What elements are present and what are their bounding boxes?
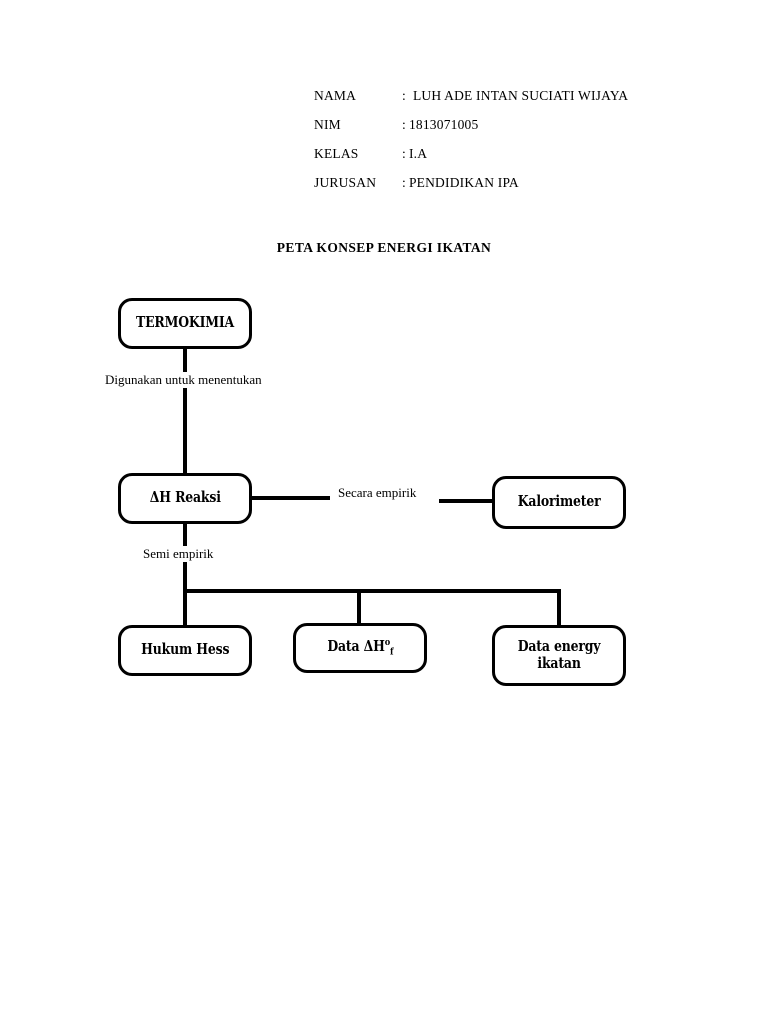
identity-value-nim: 1813071005 [408, 117, 479, 132]
identity-label-nama: NAMA [314, 88, 357, 103]
node-dh-reaksi[interactable]: ΔH Reaksi [118, 473, 252, 524]
identity-separator-nama: : [402, 88, 406, 103]
identity-separator-nim: : [402, 117, 406, 132]
page-title: PETA KONSEP ENERGI IKATAN [276, 240, 492, 255]
edge-branch-horizontal-bar [183, 589, 561, 593]
identity-row-jurusan: JURUSAN : PENDIDIKAN IPA [314, 175, 714, 204]
node-hukum-hess-label: Hukum Hess [140, 641, 230, 659]
edge-dh-reaksi-to-branch [183, 523, 187, 627]
node-dh-reaksi-label: ΔH Reaksi [149, 489, 221, 507]
node-data-delta-h-f-prefix: Data ΔH [326, 637, 385, 655]
identity-value-nama: LUH ADE INTAN SUCIATI WIJAYA [412, 88, 629, 103]
edge-branch-to-data-dhf [357, 589, 361, 625]
identity-label-nim: NIM [314, 117, 341, 132]
identity-label-jurusan: JURUSAN [314, 175, 377, 190]
identity-row-kelas: KELAS : I.A [314, 146, 714, 175]
identity-value-kelas: I.A [408, 146, 428, 161]
identity-row-nim: NIM : 1813071005 [314, 117, 714, 146]
node-data-energy-ikatan-label: Data energy ikatan [517, 638, 601, 672]
edge-label-secara-empirik: Secara empirik [334, 485, 421, 502]
node-termokimia-label: TERMOKIMIA [135, 314, 235, 332]
edge-dh-reaksi-to-secara-empirik [252, 496, 330, 500]
edge-secara-empirik-to-kalorimeter [439, 499, 493, 503]
node-data-delta-h-f-subscript: f [389, 646, 394, 658]
node-data-delta-h-f-label: Data ΔHof [326, 636, 394, 658]
edge-termokimia-to-dh-reaksi [183, 348, 187, 474]
node-kalorimeter[interactable]: Kalorimeter [492, 476, 626, 529]
node-kalorimeter-label: Kalorimeter [517, 493, 601, 511]
node-termokimia[interactable]: TERMOKIMIA [118, 298, 252, 349]
node-data-delta-h-f-superscript: o [384, 636, 390, 648]
identity-separator-jurusan: : [402, 175, 406, 190]
node-hukum-hess[interactable]: Hukum Hess [118, 625, 252, 676]
edge-label-semi-empirik: Semi empirik [139, 546, 218, 563]
identity-label-kelas: KELAS [314, 146, 359, 161]
identity-block: NAMA : LUH ADE INTAN SUCIATI WIJAYA NIM … [314, 88, 714, 204]
node-data-delta-h-f[interactable]: Data ΔHof [293, 623, 427, 673]
edge-label-digunakan-untuk-menentukan: Digunakan untuk menentukan [101, 372, 266, 389]
identity-row-nama: NAMA : LUH ADE INTAN SUCIATI WIJAYA [314, 88, 714, 117]
edge-branch-to-data-energy [557, 589, 561, 627]
node-data-energy-ikatan[interactable]: Data energy ikatan [492, 625, 626, 686]
identity-separator-kelas: : [402, 146, 406, 161]
identity-value-jurusan: PENDIDIKAN IPA [408, 175, 519, 190]
